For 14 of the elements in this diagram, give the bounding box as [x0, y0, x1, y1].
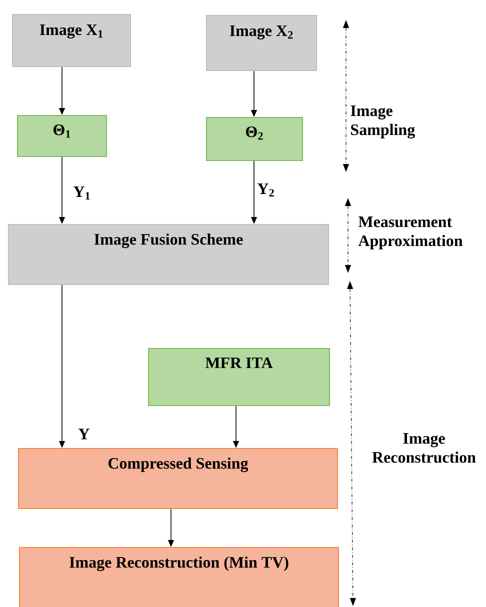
phase-label: Image Sampling: [350, 106, 415, 138]
process-box: Image X$_{1}$: [12, 14, 131, 67]
edge-label: Y: [77, 428, 91, 440]
edge-label: Y$_{1}$: [72, 185, 92, 201]
process-box: Image Fusion Scheme: [8, 224, 329, 285]
operator-box: MFR ITA: [148, 348, 330, 406]
edge-label: Y$_{2}$: [256, 182, 276, 198]
process-box: Compressed Sensing: [18, 448, 338, 509]
process-box: Image Reconstruction (Min TV): [19, 547, 339, 607]
process-box: Image X$_{2}$: [206, 15, 317, 71]
operator-box: Θ$_{2}$: [206, 117, 303, 161]
operator-box: Θ$_{1}$: [17, 115, 107, 157]
phase-label: Image Reconstruction: [372, 433, 476, 463]
phase-label: Measurement Approximation: [358, 216, 463, 250]
